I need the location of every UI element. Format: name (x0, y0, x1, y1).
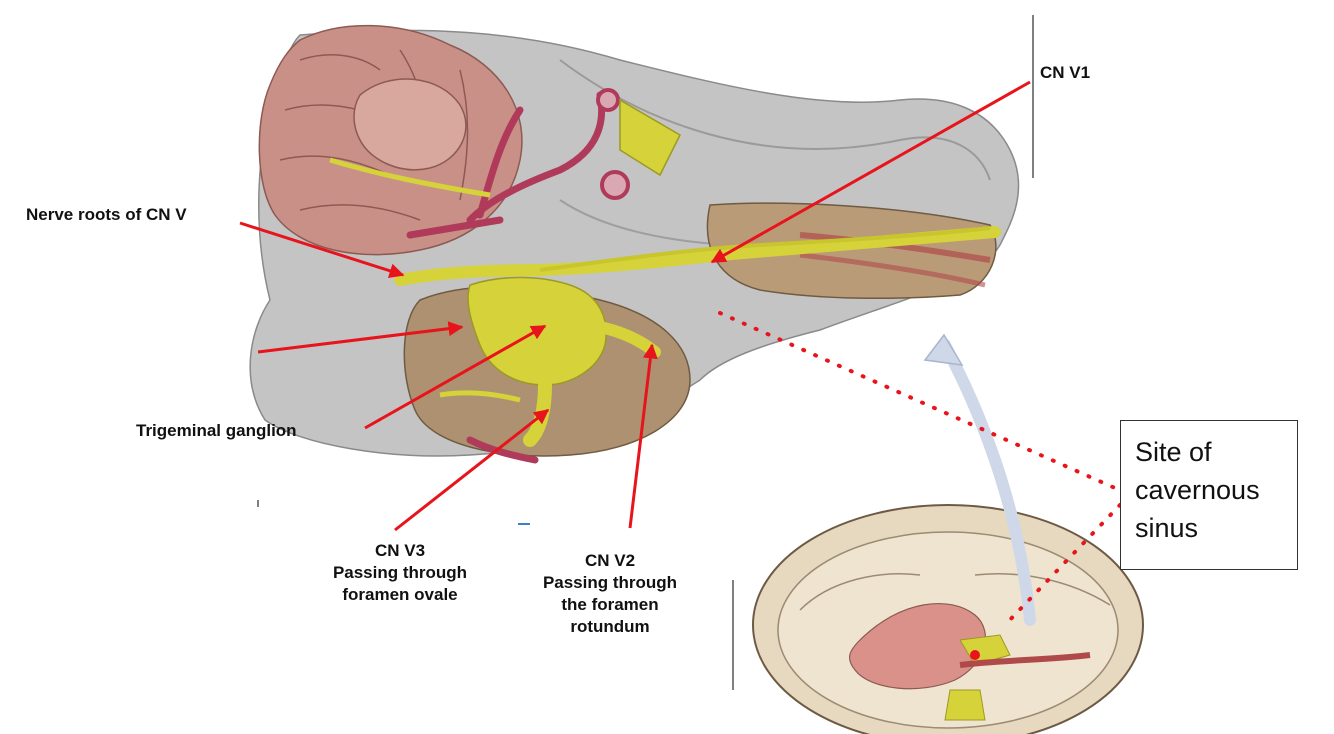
arrow-unlabeled (257, 321, 464, 354)
label-cn-v2-line-3: the foramen (561, 595, 659, 614)
arteries (406, 91, 606, 464)
callout-line-3: sinus (1135, 513, 1199, 543)
label-cn-v2: CN V2 Passing through the foramen rotund… (510, 550, 710, 638)
label-cn-v3-line-3: foramen ovale (342, 585, 458, 604)
callout-line-1: Site of (1135, 437, 1212, 467)
callout-line-2: cavernous (1135, 475, 1260, 505)
label-trigeminal-ganglion: Trigeminal ganglion (136, 421, 297, 440)
artery-cross-section (600, 170, 630, 200)
label-cn-v3-line-1: CN V3 (374, 541, 426, 560)
label-cn-v3-line-2: Passing through (332, 563, 468, 582)
arrow-trigeminal-ganglion (364, 324, 547, 430)
label-cn-v2-line-2: Passing through (542, 573, 678, 592)
label-arrows (239, 80, 1031, 532)
brain-lobes (258, 24, 523, 256)
label-cn-v2-line-1: CN V2 (584, 551, 636, 570)
arrow-cn-v1 (710, 80, 1031, 264)
label-cn-v2-line-4: rotundum (570, 617, 650, 636)
cavernous-sinus-dotted-lines (718, 311, 1122, 627)
label-nerve-roots: Nerve roots of CN V (26, 205, 187, 224)
inset-skull (752, 504, 1144, 734)
zoom-pointer-arrow (939, 339, 1036, 626)
artery-cross-section-2 (596, 88, 620, 112)
arrow-cn-v3 (394, 408, 550, 532)
arrow-cn-v2 (628, 343, 658, 529)
cavernous-sinus-dot (970, 650, 980, 660)
cavernous-sinus-callout: Site of cavernous sinus (1120, 420, 1298, 570)
dura-fold (559, 59, 991, 181)
zoom-pointer-arrow-head (923, 333, 964, 366)
label-cn-v3: CN V3 Passing through foramen ovale (300, 540, 500, 606)
label-cn-v1: CN V1 (1040, 63, 1091, 82)
arrow-nerve-roots (239, 221, 405, 279)
